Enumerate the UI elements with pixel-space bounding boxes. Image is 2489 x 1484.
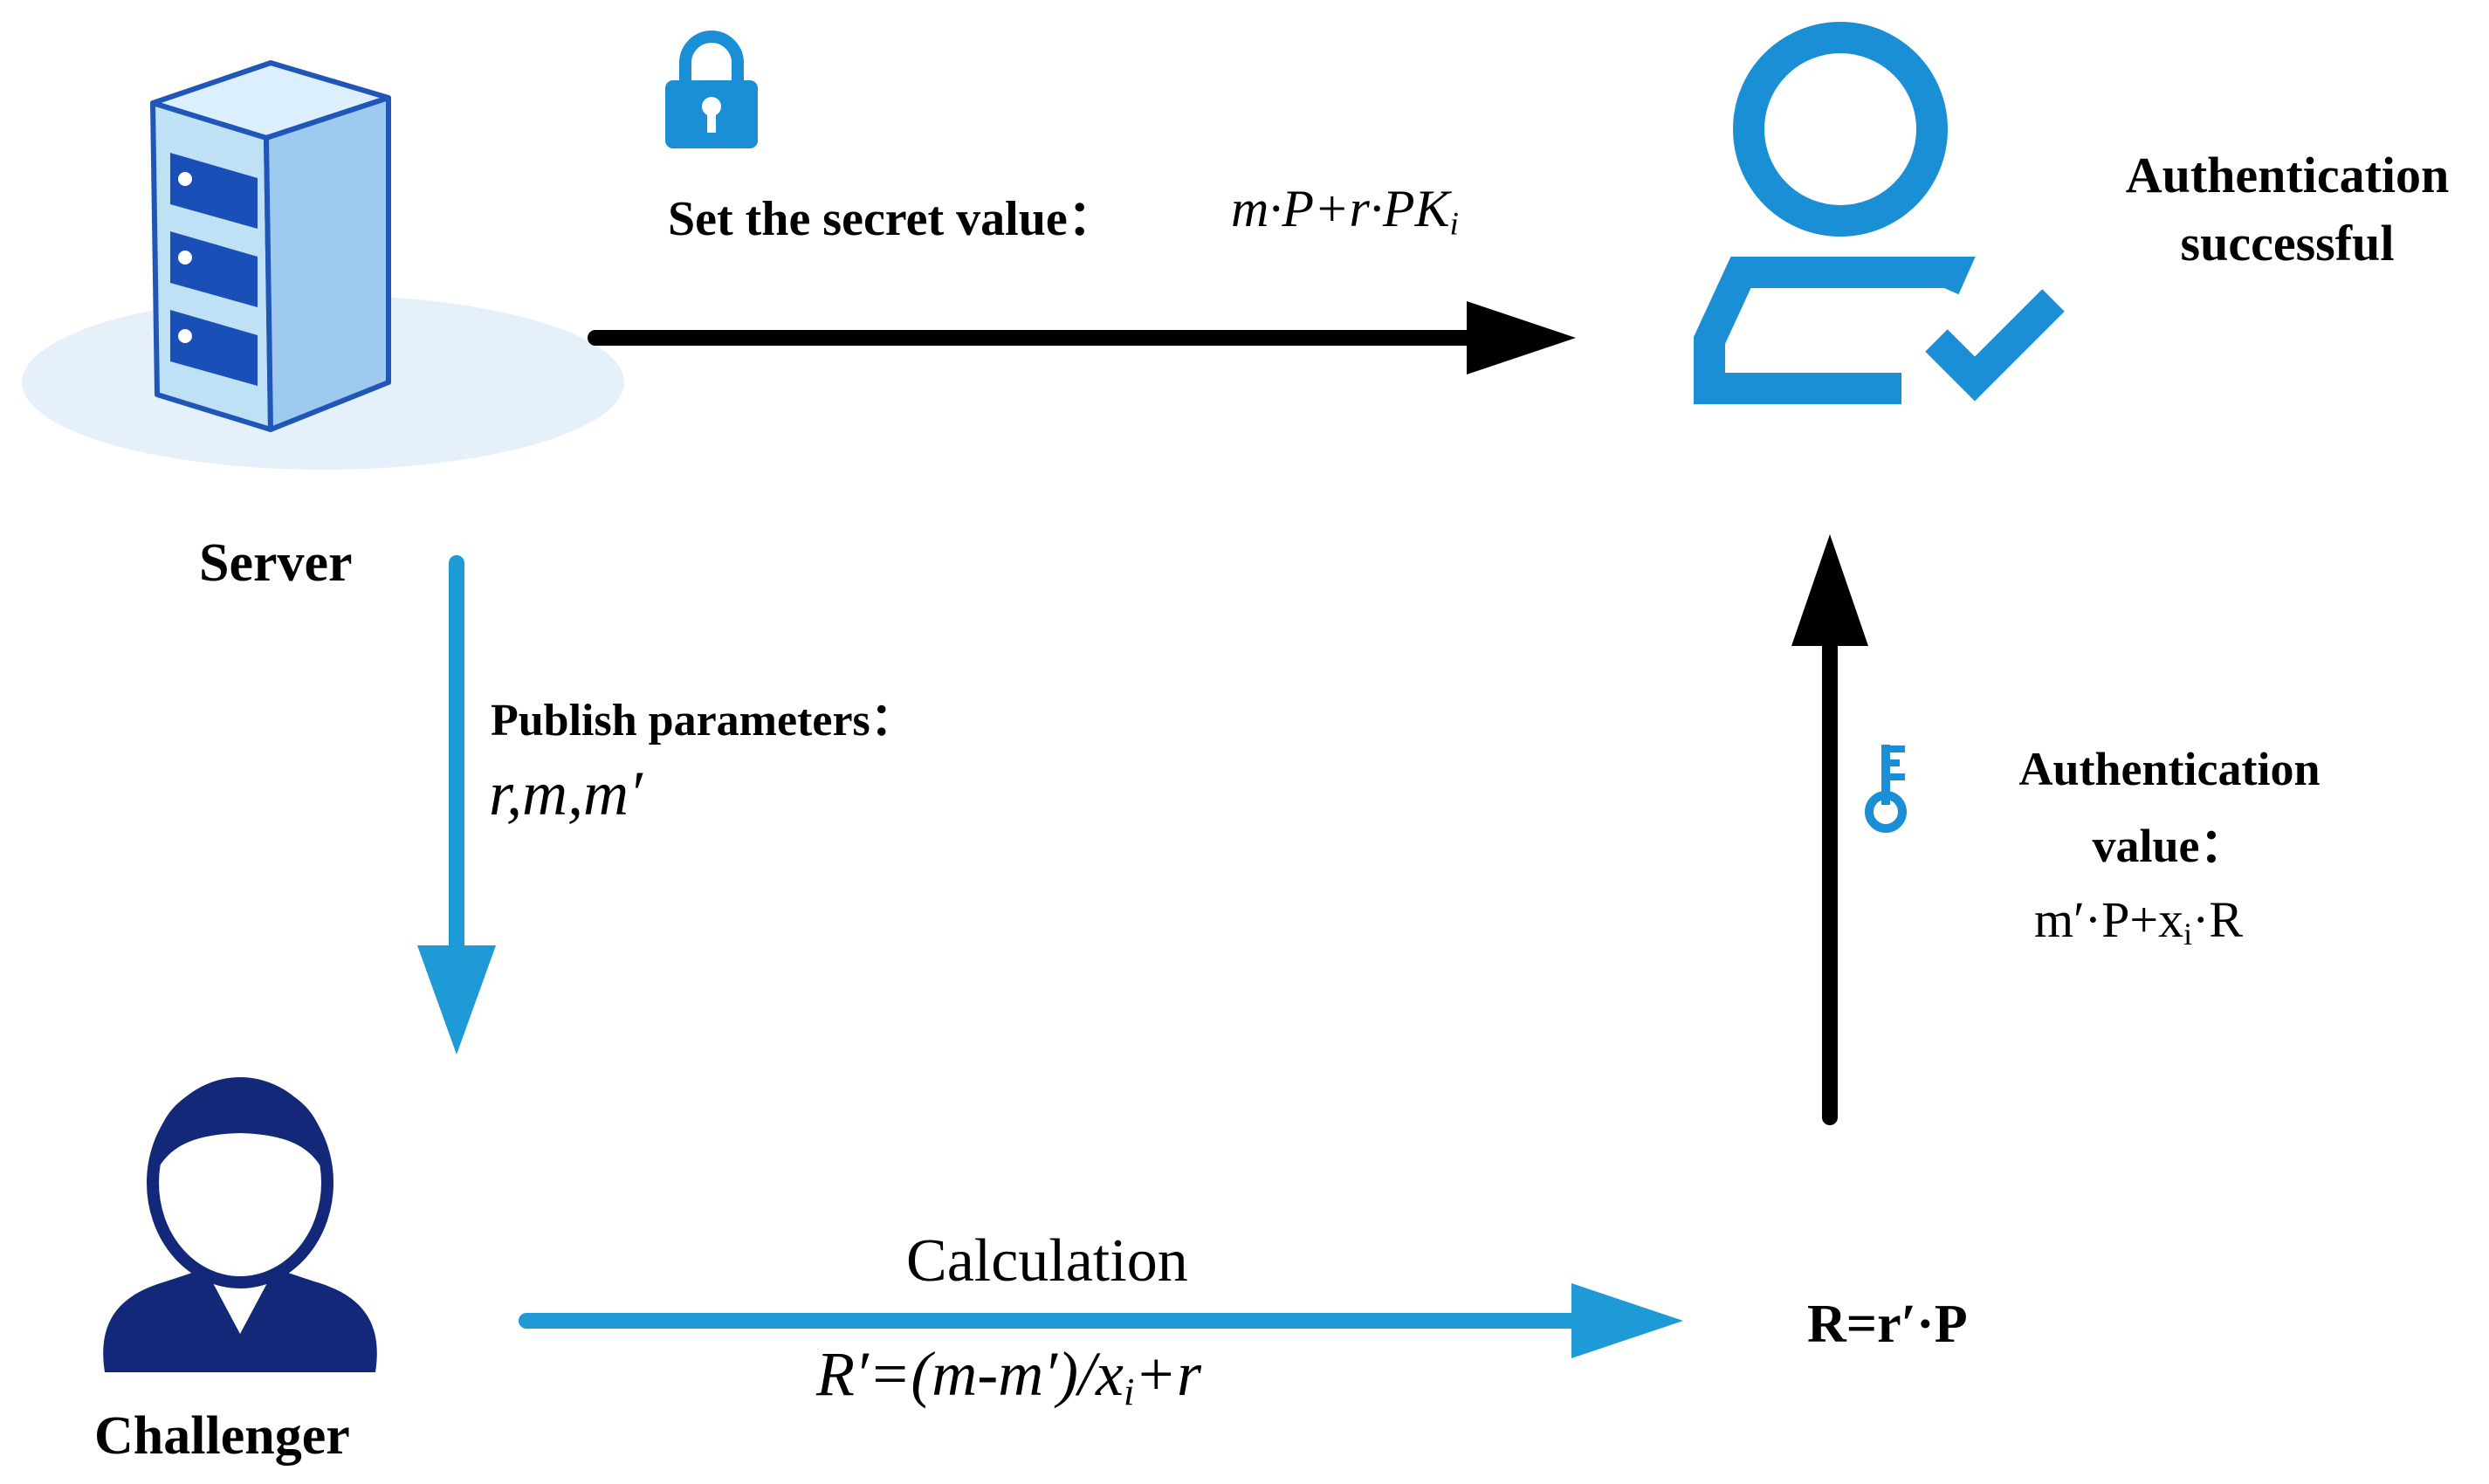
calculation-expression: R′=(m-m′)/xi+r — [816, 1339, 1201, 1414]
publish-params: r,m,m′ — [489, 759, 643, 828]
auth-value-expression: m′·P+xi·R — [2034, 891, 2244, 952]
publish-label: Publish parameters： — [491, 696, 916, 745]
result-label: R=r′·P — [1807, 1295, 1968, 1354]
server-label: Server — [199, 533, 353, 593]
challenger-label: Challenger — [94, 1406, 350, 1466]
auth-success-label: Authentication successful — [2095, 141, 2479, 278]
secret-expression: m·P+r·PKi — [1231, 180, 1459, 243]
auth-value-line2: value： — [2092, 820, 2247, 872]
padlock-icon — [665, 31, 758, 148]
calculation-arrow — [519, 1283, 1683, 1358]
calculation-label: Calculation — [906, 1227, 1188, 1295]
secret-label: Set the secret value： — [668, 192, 1117, 246]
publish-arrow — [417, 555, 496, 1055]
key-icon — [1865, 745, 1907, 833]
secret-arrow — [588, 301, 1576, 374]
auth-success-line2: successful — [2180, 215, 2395, 271]
auth-value-label: Authentication value： — [1964, 731, 2375, 884]
auth-value-line1: Authentication — [2018, 743, 2321, 795]
server-icon — [22, 60, 624, 470]
auth-success-line1: Authentication — [2125, 147, 2450, 203]
person-icon — [103, 1077, 377, 1372]
user-check-icon — [1694, 22, 2065, 404]
auth-value-arrow — [1791, 534, 1868, 1125]
